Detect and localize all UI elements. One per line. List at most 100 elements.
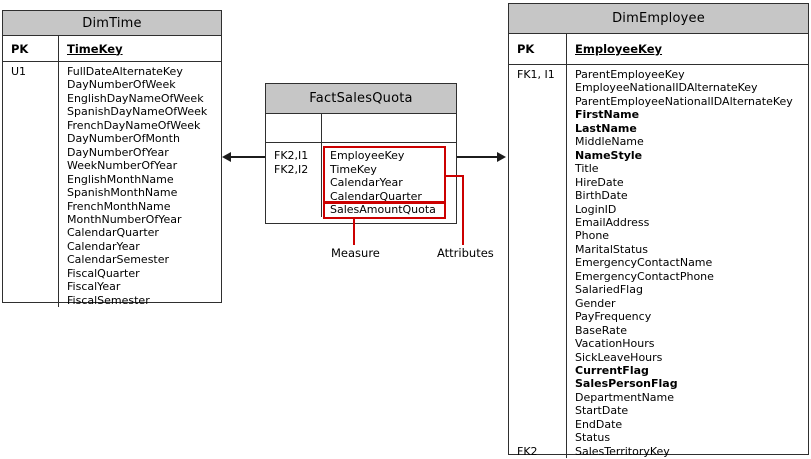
field-key (3, 280, 58, 293)
field-row: EmployeeNationalIDAlternateKey (509, 81, 808, 94)
field-name: CalendarQuarter (67, 226, 159, 240)
field-key (509, 310, 566, 323)
field-name: DepartmentName (575, 390, 675, 404)
field-row: HireDate (509, 176, 808, 189)
field-list-dimemployee: FK1, I1 ParentEmployeeKey EmployeeNation… (509, 65, 808, 459)
field-row: FK2,I1 EmployeeKey (266, 149, 456, 163)
field-key (3, 240, 58, 253)
field-name: Status (575, 431, 611, 445)
column-divider (566, 65, 567, 459)
field-row: Phone (509, 229, 808, 242)
relationship-line-dimemployee (457, 156, 498, 158)
field-key (509, 122, 566, 135)
pk-row-dimtime: PK TimeKey (3, 36, 221, 62)
field-name: EndDate (575, 417, 623, 431)
field-row: NameStyle (509, 149, 808, 162)
measure-label: Measure (331, 246, 380, 260)
field-name: FirstName (575, 108, 640, 122)
field-name: FiscalSemester (67, 293, 150, 307)
field-name: SalesPersonFlag (575, 377, 678, 391)
field-key (3, 213, 58, 226)
field-key (509, 229, 566, 242)
field-row: BaseRate (509, 324, 808, 337)
column-divider (321, 143, 322, 217)
field-key (509, 431, 566, 444)
field-row: MaritalStatus (509, 243, 808, 256)
entity-table-dimemployee: DimEmployee PK EmployeeKey FK1, I1 Paren… (508, 3, 809, 459)
field-row: SalesAmountQuota (266, 203, 456, 217)
field-name: PayFrequency (575, 310, 652, 324)
field-key (509, 81, 566, 94)
field-row: EndDate (509, 418, 808, 431)
field-key (509, 337, 566, 350)
field-row: SpanishMonthName (3, 186, 221, 199)
field-key (3, 92, 58, 105)
field-key (509, 297, 566, 310)
field-key (266, 203, 321, 217)
field-row: DepartmentName (509, 391, 808, 404)
pk-label: PK (517, 42, 535, 56)
field-row: EmergencyContactName (509, 256, 808, 269)
entity-table-dimtime: DimTime PK TimeKey U1 FullDateAlternateK… (2, 10, 222, 308)
field-key (3, 294, 58, 307)
field-name: MaritalStatus (575, 242, 648, 256)
field-key (509, 243, 566, 256)
field-key (3, 226, 58, 239)
field-key: U1 (11, 65, 27, 78)
field-row: U1 FullDateAlternateKey (3, 65, 221, 78)
field-row: FiscalYear (3, 280, 221, 293)
attributes-callout-line-horizontal (446, 175, 464, 177)
field-key (509, 391, 566, 404)
field-name: CalendarSemester (67, 253, 170, 267)
field-name: TimeKey (330, 162, 377, 176)
measure-highlight-box (323, 202, 446, 219)
column-divider (58, 36, 59, 61)
field-name: EmergencyContactName (575, 256, 713, 270)
field-name: Title (575, 162, 599, 176)
field-key (509, 364, 566, 377)
pk-label: PK (11, 41, 29, 56)
field-name: SalariedFlag (575, 283, 643, 297)
field-key (509, 203, 566, 216)
arrowhead-left-icon (222, 152, 231, 162)
field-name: DayNumberOfWeek (67, 78, 176, 92)
field-key (509, 351, 566, 364)
field-key (509, 108, 566, 121)
field-row: FiscalQuarter (3, 267, 221, 280)
field-name: FrenchDayNameOfWeek (67, 118, 201, 132)
field-name: MiddleName (575, 135, 644, 149)
field-key (3, 105, 58, 118)
column-divider (321, 114, 322, 142)
field-row: FirstName (509, 108, 808, 121)
field-name: NameStyle (575, 148, 643, 162)
field-row: SpanishDayNameOfWeek (3, 105, 221, 118)
field-name: BirthDate (575, 189, 628, 203)
field-row: CalendarSemester (3, 253, 221, 266)
field-name: EnglishDayNameOfWeek (67, 91, 204, 105)
attributes-callout-line-vertical (462, 175, 464, 245)
field-key (3, 119, 58, 132)
field-key (266, 190, 321, 204)
field-row: LastName (509, 122, 808, 135)
field-row: CalendarQuarter (3, 226, 221, 239)
field-key (3, 159, 58, 172)
column-divider (566, 34, 567, 64)
field-name: EnglishMonthName (67, 172, 174, 186)
field-key: FK2 (517, 444, 538, 458)
field-name: Phone (575, 229, 610, 243)
field-row: LoginID (509, 203, 808, 216)
field-row: EnglishMonthName (3, 173, 221, 186)
field-name: MonthNumberOfYear (67, 212, 182, 226)
field-name: EmailAddress (575, 215, 650, 229)
field-key (3, 78, 58, 91)
field-row: CalendarQuarter (266, 190, 456, 204)
field-name: CalendarYear (330, 176, 403, 189)
field-key (3, 186, 58, 199)
field-key (509, 135, 566, 148)
field-name: ParentEmployeeNationalIDAlternateKey (575, 94, 793, 108)
field-row: MiddleName (509, 135, 808, 148)
column-divider (58, 62, 59, 308)
field-row: Status (509, 431, 808, 444)
field-name: FrenchMonthName (67, 199, 171, 213)
